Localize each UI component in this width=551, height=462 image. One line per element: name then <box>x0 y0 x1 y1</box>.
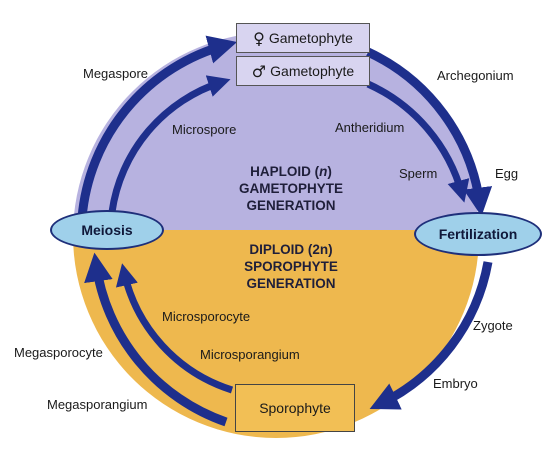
female-symbol-icon: ♀ <box>253 28 265 48</box>
haploid-line-2: GAMETOPHYTE <box>238 181 343 196</box>
label-megaspore: Megaspore <box>83 66 149 81</box>
inner-arrows <box>108 75 470 394</box>
arrow-fertilization-to-sporophyte <box>369 261 493 410</box>
label-sperm: Sperm <box>399 166 438 181</box>
male-gametophyte-box: ♂ Gametophyte <box>236 56 370 86</box>
diploid-line-3: GENERATION <box>246 276 336 291</box>
female-gametophyte-box: ♀ Gametophyte <box>236 23 370 53</box>
label-megasporangium: Megasporangium <box>47 397 148 412</box>
label-microspore: Microspore <box>172 122 237 137</box>
label-archegonium: Archegonium <box>437 68 514 83</box>
female-gametophyte-label: Gametophyte <box>268 30 353 46</box>
label-embryo: Embryo <box>433 376 478 391</box>
label-zygote: Zygote <box>473 318 513 333</box>
label-microsporocyte: Microsporocyte <box>162 309 251 324</box>
label-antheridium: Antheridium <box>335 120 405 135</box>
haploid-generation-text: HAPLOID (n) GAMETOPHYTE GENERATION <box>226 163 356 214</box>
sporophyte-box: Sporophyte <box>235 384 355 432</box>
haploid-line-3: GENERATION <box>246 198 336 213</box>
diploid-generation-text: DIPLOID (2n) SPOROPHYTE GENERATION <box>226 241 356 292</box>
fertilization-label: Fertilization <box>438 226 518 242</box>
arrow-meiosis-to-female-gametophyte <box>77 35 238 219</box>
label-megasporocyte: Megasporocyte <box>14 345 103 360</box>
diploid-line-2: SPOROPHYTE <box>244 259 338 274</box>
meiosis-label: Meiosis <box>81 222 133 238</box>
label-egg: Egg <box>495 166 519 181</box>
outer-arrows <box>77 35 493 427</box>
arrow-male-gametophyte-to-fertilization <box>366 80 470 203</box>
male-gametophyte-label: Gametophyte <box>270 63 355 79</box>
fertilization-oval: Fertilization <box>414 212 542 256</box>
haploid-line-1: HAPLOID (n) <box>250 164 332 179</box>
arrow-meiosis-to-male-gametophyte <box>108 75 231 213</box>
meiosis-oval: Meiosis <box>50 210 164 250</box>
male-symbol-icon: ♂ <box>251 61 267 81</box>
arrow-sporophyte-to-meiosis-inner <box>115 263 234 394</box>
arrow-sporophyte-to-meiosis <box>84 252 228 427</box>
diploid-line-1: DIPLOID (2n) <box>249 242 333 257</box>
label-microsporangium: Microsporangium <box>200 347 300 362</box>
sporophyte-label: Sporophyte <box>259 400 331 416</box>
arrow-gametophyte-to-fertilization <box>366 47 493 217</box>
